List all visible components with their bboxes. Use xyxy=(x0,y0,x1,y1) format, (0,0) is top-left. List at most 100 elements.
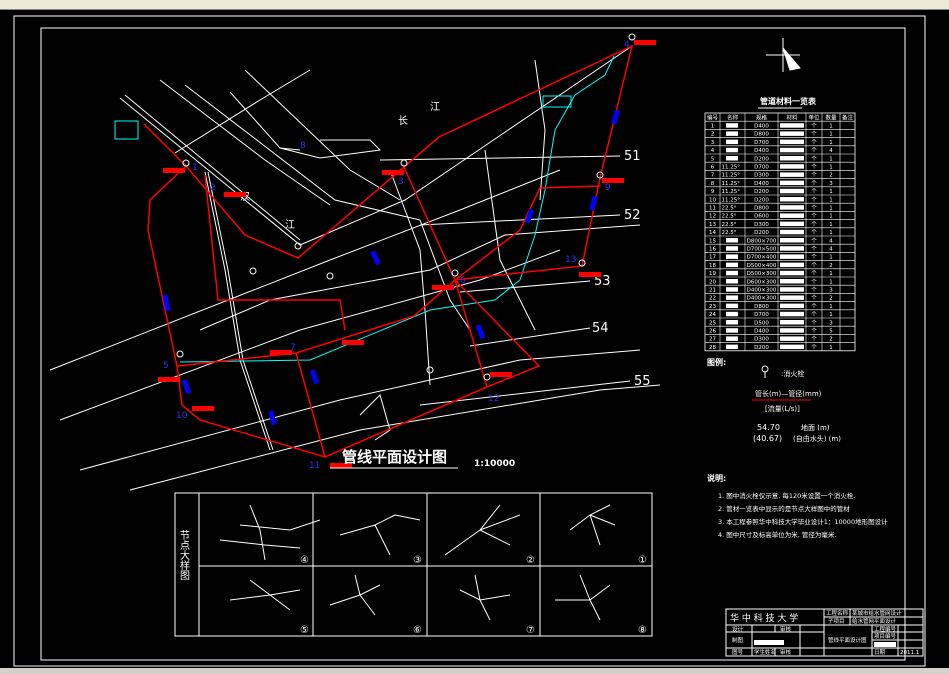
table-cell: 7 xyxy=(711,173,715,179)
table-cell: 个 xyxy=(811,262,817,269)
material-block xyxy=(780,188,804,194)
inner-frame xyxy=(40,27,906,661)
table-cell: 26 xyxy=(709,329,716,335)
table-cell: 2 xyxy=(829,296,833,302)
legend-head-value: (40.67) xyxy=(753,434,782,443)
table-cell: 22.5° xyxy=(722,206,737,212)
table-cell: 个 xyxy=(811,287,817,294)
table-cell: D400 xyxy=(754,124,769,130)
table-cell: 2 xyxy=(829,337,833,343)
table-cell: 11.25° xyxy=(722,189,741,195)
table-cell: 个 xyxy=(811,328,817,335)
draw-label: 制图 xyxy=(732,636,744,644)
table-cell: 个 xyxy=(811,295,817,302)
table-cell: D800 xyxy=(754,132,769,138)
material-block xyxy=(780,123,804,128)
name-block xyxy=(726,262,738,268)
number-label: 图号 xyxy=(732,648,744,656)
check-label: 审核 xyxy=(780,625,792,633)
table-border xyxy=(704,112,856,352)
material-block xyxy=(780,246,804,251)
material-block xyxy=(780,213,804,218)
table-cell: 4 xyxy=(829,238,833,244)
table-header: 规格 xyxy=(756,113,768,121)
table-cell: 1 xyxy=(829,214,833,220)
material-block xyxy=(780,287,804,292)
river-label: 江 xyxy=(285,219,295,231)
table-cell: D500×400 xyxy=(747,263,777,269)
panel-label: ⑦ xyxy=(526,625,535,636)
table-title: 管道材料一览表 xyxy=(760,96,817,106)
north-arrow-icon xyxy=(766,38,801,72)
table-cell: D200 xyxy=(754,189,769,195)
river-labels: 长 江 汉 江 xyxy=(240,101,440,231)
table-cell: 1 xyxy=(829,279,833,285)
legend-pipe-label: 管长(m)—管径(mm) xyxy=(755,389,822,398)
material-block xyxy=(780,172,804,177)
table-cell: 22.5° xyxy=(722,214,737,220)
table-cell: 个 xyxy=(811,246,817,253)
panel-label: ⑥ xyxy=(413,625,422,636)
table-header: 备注 xyxy=(842,113,854,121)
table-cell: D200 xyxy=(754,156,769,162)
panel-label: ② xyxy=(526,555,535,566)
table-cell: 2 xyxy=(711,132,715,138)
name-block xyxy=(726,147,738,153)
node-detail-title: 节点大样图 xyxy=(178,530,190,581)
table-cell: D200 xyxy=(754,230,769,236)
material-block xyxy=(780,311,804,317)
table-cell: D800 xyxy=(754,206,769,212)
legend-hydrant: :消火栓 xyxy=(781,369,804,378)
water-plant-box xyxy=(114,120,139,140)
table-cell: 20 xyxy=(709,279,716,285)
section-label-54: 54 xyxy=(592,321,609,336)
sub-name: 给水管网平面设计 xyxy=(852,617,897,625)
table-cell: 1 xyxy=(829,304,833,310)
table-cell: 17 xyxy=(709,255,716,261)
table-cell: 1 xyxy=(829,312,833,318)
check-label-2: 审核 xyxy=(780,648,792,656)
node-number: 4 xyxy=(624,40,630,50)
table-cell: 4 xyxy=(829,148,833,154)
table-cell: D300 xyxy=(754,337,769,343)
table-cell: 个 xyxy=(811,147,817,154)
drawing-title: 管线平面设计图 xyxy=(342,448,447,466)
table-cell: D700 xyxy=(754,140,769,146)
table-cell: 18 xyxy=(709,263,716,269)
table-cell: 1 xyxy=(829,189,833,195)
panel-label: ④ xyxy=(300,555,309,566)
node-numbers: 1 2 3 4 5 6 7 8 9 10 11 12 13 xyxy=(163,40,630,471)
table-header: 编号 xyxy=(707,113,719,121)
material-block xyxy=(780,262,804,268)
material-block xyxy=(780,197,804,202)
table-cell: D300 xyxy=(754,173,769,179)
table-cell: 5 xyxy=(711,156,715,162)
table-cell: 12 xyxy=(709,214,716,220)
table-cell: 1 xyxy=(829,140,833,146)
elevation-tags xyxy=(158,40,656,468)
name-block xyxy=(726,131,738,136)
section-lines xyxy=(379,155,631,406)
table-cell: D700×400 xyxy=(747,255,777,261)
table-cell: 23 xyxy=(709,304,716,310)
hydrants xyxy=(176,33,636,381)
table-cell: 个 xyxy=(811,131,817,138)
table-cell: 个 xyxy=(811,237,817,244)
section-label-53: 53 xyxy=(594,274,611,289)
table-cell: 13 xyxy=(709,222,716,228)
cad-drawing-canvas[interactable]: 51 52 53 54 55 长 江 汉 江 1 2 3 4 5 6 7 8 9… xyxy=(0,10,949,668)
section-label-55: 55 xyxy=(634,374,651,389)
table-cell: 1 xyxy=(829,230,833,236)
table-cell: 22 xyxy=(709,296,716,302)
table-cell: 个 xyxy=(811,196,817,203)
table-cell: 个 xyxy=(811,311,817,318)
material-block xyxy=(780,221,804,227)
node-number: 10 xyxy=(176,411,188,421)
material-block xyxy=(780,131,804,136)
legend-title: 图例: xyxy=(707,357,726,367)
table-cell: 个 xyxy=(811,319,817,326)
name-block xyxy=(726,287,738,292)
table-cell: 1 xyxy=(829,124,833,130)
panel-label: ③ xyxy=(413,555,422,566)
note-item: 1. 图中消火栓仅示意, 每120米设置一个消火栓. xyxy=(718,491,855,500)
